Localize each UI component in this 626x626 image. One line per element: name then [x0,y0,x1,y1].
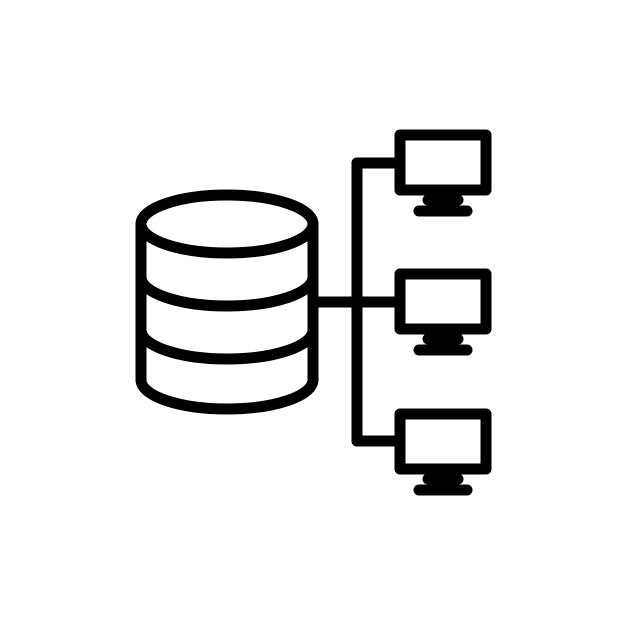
monitor-icon-top [394,129,492,217]
monitor-icon-bottom [394,408,492,496]
database-icon [135,189,319,415]
monitor-icon-middle [394,268,492,356]
network-connector [307,157,406,447]
